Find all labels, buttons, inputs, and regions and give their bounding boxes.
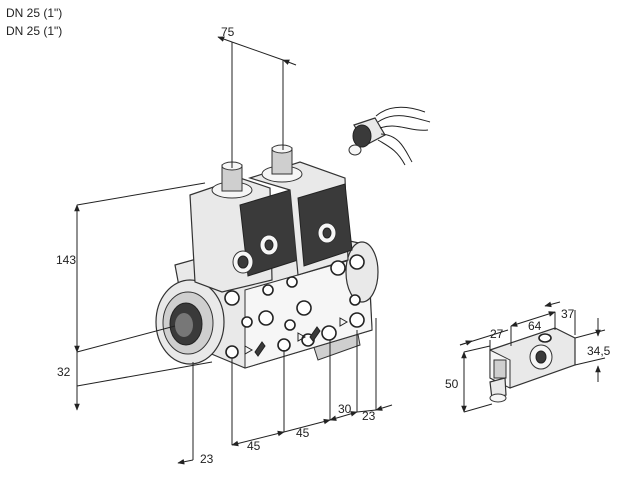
nominal-size-label-2: DN 25 (1"): [6, 24, 63, 38]
dim-plug-width: 27: [490, 327, 504, 341]
dim-plug-length: 64: [528, 319, 542, 333]
dim-base-offset: 32: [57, 365, 71, 379]
dim-left-offset: 23: [200, 452, 214, 466]
plug-with-cables: [348, 106, 431, 166]
dim-spacing-2: 45: [296, 426, 310, 440]
nominal-size-label-1: DN 25 (1"): [6, 6, 63, 20]
dim-rear-offset: 30: [338, 402, 352, 416]
dimension-lines: [74, 36, 606, 465]
dim-top-spacing: 75: [221, 25, 235, 39]
dim-height: 143: [56, 253, 76, 267]
dim-spacing-1: 45: [247, 439, 261, 453]
dim-plug-height: 34,5: [587, 344, 611, 358]
double-solenoid-valve: [155, 144, 379, 369]
dim-plug-depth: 37: [561, 307, 575, 321]
dim-plug-total-height: 50: [445, 377, 459, 391]
dim-right-offset: 23: [362, 409, 376, 423]
